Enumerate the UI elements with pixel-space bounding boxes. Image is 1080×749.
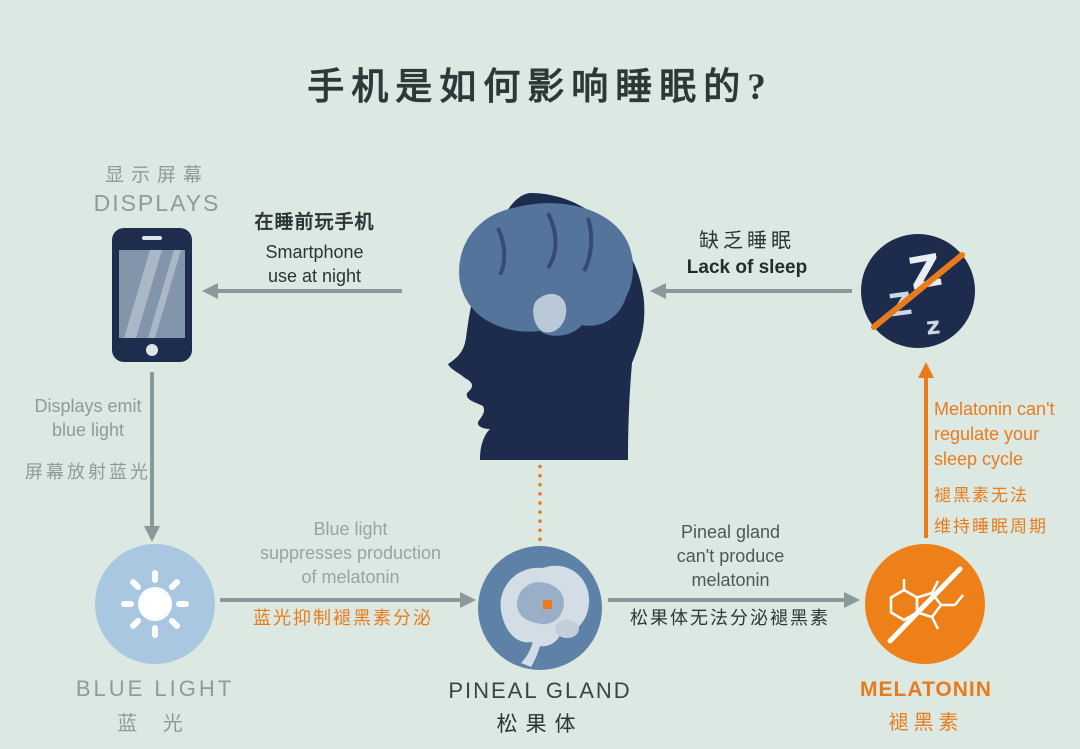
brainstem-highlight: [533, 293, 567, 333]
cant-produce-en1: Pineal gland: [680, 522, 781, 542]
cant-regulate-en3: sleep cycle: [934, 449, 1024, 469]
lack-of-sleep-en: Lack of sleep: [686, 257, 808, 278]
blue-light-en: BLUE LIGHT: [75, 676, 235, 701]
smartphone-use-en2: use at night: [267, 266, 362, 286]
arrowhead-down-icon: [144, 526, 160, 542]
cant-regulate-zh1: 褪黑素无法: [934, 486, 1029, 505]
pineal-label: PINEAL GLAND 松果体: [440, 678, 640, 738]
no-sleep-zzz-icon: Z Z z: [861, 234, 975, 348]
cant-regulate-label: Melatonin can't regulate your sleep cycl…: [934, 397, 1080, 542]
cant-regulate-en2: regulate your: [934, 424, 1040, 444]
slash-icon: [887, 566, 963, 644]
cant-regulate-en1: Melatonin can't: [934, 399, 1055, 419]
blue-light-zh: 蓝 光: [117, 713, 193, 735]
cant-produce-label-en: Pineal gland can't produce melatonin: [648, 520, 813, 592]
smartphone-icon: [112, 228, 192, 362]
lack-of-sleep-zh: 缺乏睡眠: [699, 230, 795, 252]
melatonin-label: MELATONIN 褪黑素: [840, 678, 1012, 735]
smartphone-use-zh: 在睡前玩手机: [254, 212, 375, 233]
displays-label-en: DISPLAYS: [93, 190, 221, 216]
smartphone-use-en1: Smartphone: [265, 242, 364, 262]
arrowhead-left-icon: [202, 283, 218, 299]
arrowhead-right-icon: [460, 592, 476, 608]
cant-produce-label-zh: 松果体无法分泌褪黑素: [630, 608, 830, 628]
pineal-zh: 松果体: [496, 713, 584, 736]
pineal-gland-brain-icon: [478, 546, 602, 670]
z-small-glyph: z: [925, 311, 942, 340]
displays-emit-label: Displays emit blue light 屏幕放射蓝光: [6, 394, 170, 484]
blue-light-label: BLUE LIGHT 蓝 光: [55, 676, 255, 736]
displays-emit-en2: blue light: [51, 420, 125, 440]
suppression-label-zh: 蓝光抑制褪黑素分泌: [253, 608, 433, 628]
slash-icon: [871, 252, 965, 330]
displays-emit-zh: 屏幕放射蓝光: [25, 462, 151, 482]
melatonin-en: MELATONIN: [860, 678, 992, 701]
suppression-en2: suppresses production: [259, 543, 442, 563]
melatonin-zh: 褪黑素: [888, 712, 964, 734]
cant-produce-en2: can't produce: [676, 546, 785, 566]
cant-produce-en3: melatonin: [691, 570, 770, 590]
blue-light-sun-icon: [95, 544, 215, 664]
displays-label-zh: 显示屏幕: [104, 165, 209, 186]
melatonin-molecule-icon: [865, 544, 985, 664]
arrowhead-up-icon: [918, 362, 934, 378]
displays-emit-en1: Displays emit: [34, 396, 142, 416]
pineal-en: PINEAL GLAND: [448, 678, 632, 703]
page-title: 手机是如何影响睡眠的?: [307, 67, 773, 108]
suppression-en1: Blue light: [313, 519, 388, 539]
displays-label: 显示屏幕 DISPLAYS: [52, 160, 262, 217]
smartphone-use-label: 在睡前玩手机 Smartphone use at night: [232, 207, 397, 288]
head-silhouette-icon: [448, 193, 645, 460]
cant-regulate-zh2: 维持睡眠周期: [934, 517, 1048, 536]
suppression-label-en: Blue light suppresses production of mela…: [243, 517, 458, 589]
suppression-en3: of melatonin: [301, 567, 400, 587]
lack-of-sleep-label: 缺乏睡眠 Lack of sleep: [657, 224, 837, 279]
pineal-marker: [543, 600, 552, 609]
